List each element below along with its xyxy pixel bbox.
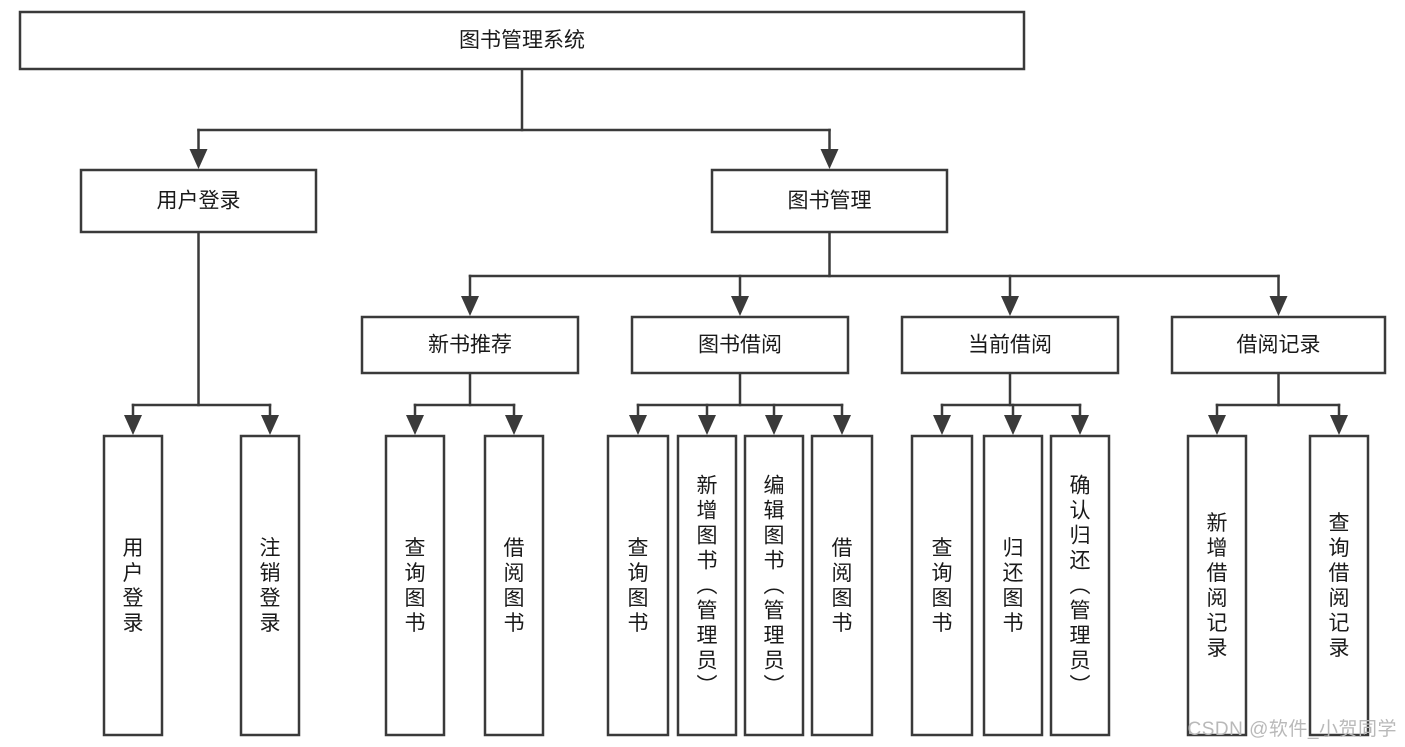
node-leaf-query-book-3[interactable]: 查询图书: [910, 434, 974, 737]
node-box: [606, 434, 670, 737]
node-leaf-add-book[interactable]: 新增图书︵管理员︶: [676, 434, 738, 737]
node-l2-user-login[interactable]: 用户登录: [79, 168, 318, 234]
node-label: 图书管理: [788, 190, 872, 213]
node-label: 新增借阅记录: [1207, 512, 1228, 660]
node-leaf-add-record[interactable]: 新增借阅记录: [1186, 434, 1248, 737]
node-label: 借阅图书: [504, 537, 525, 635]
node-label: 编辑图书︵管理员︶: [764, 475, 785, 698]
node-leaf-return-book[interactable]: 归还图书: [982, 434, 1044, 737]
node-leaf-edit-book[interactable]: 编辑图书︵管理员︶: [743, 434, 805, 737]
node-box: [102, 434, 164, 737]
node-box: [630, 315, 850, 375]
node-l3-borrow-record[interactable]: 借阅记录: [1170, 315, 1387, 375]
node-leaf-query-record[interactable]: 查询借阅记录: [1308, 434, 1370, 737]
node-label: 归还图书: [1003, 537, 1024, 635]
node-leaf-borrow-book-1[interactable]: 借阅图书: [483, 434, 545, 737]
node-box: [676, 434, 738, 737]
node-label: 查询借阅记录: [1329, 512, 1350, 660]
node-l3-new-book-rec[interactable]: 新书推荐: [360, 315, 580, 375]
node-label: 用户登录: [123, 537, 144, 635]
node-label: 查询图书: [405, 537, 426, 635]
node-box: [384, 434, 446, 737]
node-label: 新增图书︵管理员︶: [697, 475, 718, 698]
node-box: [79, 168, 318, 234]
edges-layer: [124, 67, 1348, 435]
node-root[interactable]: 图书管理系统: [18, 10, 1026, 71]
node-label: 查询图书: [628, 537, 649, 635]
node-label: 注销登录: [260, 537, 281, 635]
node-box: [910, 434, 974, 737]
node-leaf-query-book-2[interactable]: 查询图书: [606, 434, 670, 737]
node-box: [900, 315, 1120, 375]
node-label: 借阅记录: [1237, 334, 1321, 357]
node-box: [483, 434, 545, 737]
node-leaf-logout[interactable]: 注销登录: [239, 434, 301, 737]
node-box: [982, 434, 1044, 737]
node-box: [18, 10, 1026, 71]
node-box: [1049, 434, 1111, 737]
node-box: [239, 434, 301, 737]
node-box: [743, 434, 805, 737]
node-box: [360, 315, 580, 375]
node-label: 确认归还︵管理员︶: [1070, 475, 1091, 698]
node-box: [1170, 315, 1387, 375]
node-label: 查询图书: [932, 537, 953, 635]
nodes-layer: 图书管理系统用户登录图书管理新书推荐图书借阅当前借阅借阅记录用户登录注销登录查询…: [18, 10, 1387, 737]
node-box: [1186, 434, 1248, 737]
node-box: [710, 168, 949, 234]
node-label: 借阅图书: [832, 537, 853, 635]
node-label: 新书推荐: [428, 334, 512, 357]
node-label: 当前借阅: [968, 334, 1052, 357]
node-box: [810, 434, 874, 737]
node-leaf-confirm-return[interactable]: 确认归还︵管理员︶: [1049, 434, 1111, 737]
node-label: 用户登录: [157, 190, 241, 213]
node-l3-current-borrow[interactable]: 当前借阅: [900, 315, 1120, 375]
node-leaf-user-login[interactable]: 用户登录: [102, 434, 164, 737]
node-box: [1308, 434, 1370, 737]
node-label: 图书管理系统: [459, 29, 585, 52]
node-label: 图书借阅: [698, 334, 782, 357]
csdn-watermark: CSDN @软件_小贺同学: [1187, 719, 1397, 740]
node-l2-book-manage[interactable]: 图书管理: [710, 168, 949, 234]
node-l3-book-borrow[interactable]: 图书借阅: [630, 315, 850, 375]
node-leaf-query-book-1[interactable]: 查询图书: [384, 434, 446, 737]
node-leaf-borrow-book-2[interactable]: 借阅图书: [810, 434, 874, 737]
